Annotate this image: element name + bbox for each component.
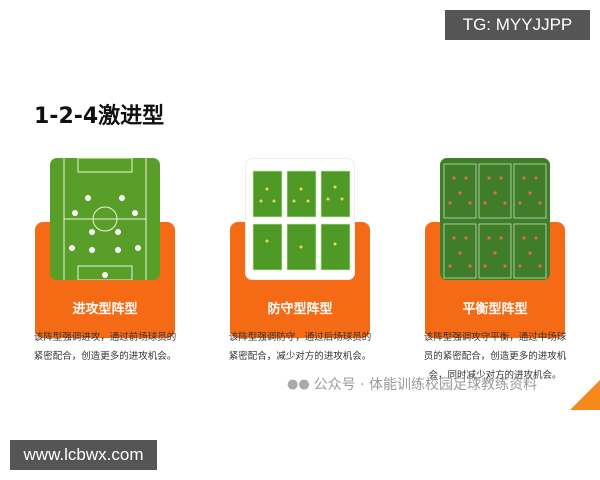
wechat-icon: ●● [287,376,310,392]
card-label: 平衡型阵型 [462,302,528,317]
card-label: 进攻型阵型 [72,302,138,317]
corner-decoration [570,380,600,410]
defense-formation-image [245,158,355,280]
card-label: 防守型阵型 [267,302,333,317]
card-description: 该阵型强调防守，通过后场球员的紧密配合，减少对方的进攻机会。 [228,332,372,362]
watermark: ●● 公众号 · 体能训练校园足球教练资料 [287,374,537,394]
card-description: 该阵型强调进攻，通过前场球员的紧密配合，创造更多的进攻机会。 [33,332,177,362]
site-badge: www.lcbwx.com [10,440,157,470]
balance-formation-image [440,158,550,280]
card-description: 该阵型强调攻守平衡，通过中场球员的紧密配合，创造更多的进攻机会，同时减少对方的进… [423,332,567,381]
watermark-text: 公众号 · 体能训练校园足球教练资料 [313,377,538,393]
page-title: 1-2-4激进型 [34,104,165,129]
tg-badge: TG: MYYJJPP [445,10,590,40]
attack-formation-image [50,158,160,280]
